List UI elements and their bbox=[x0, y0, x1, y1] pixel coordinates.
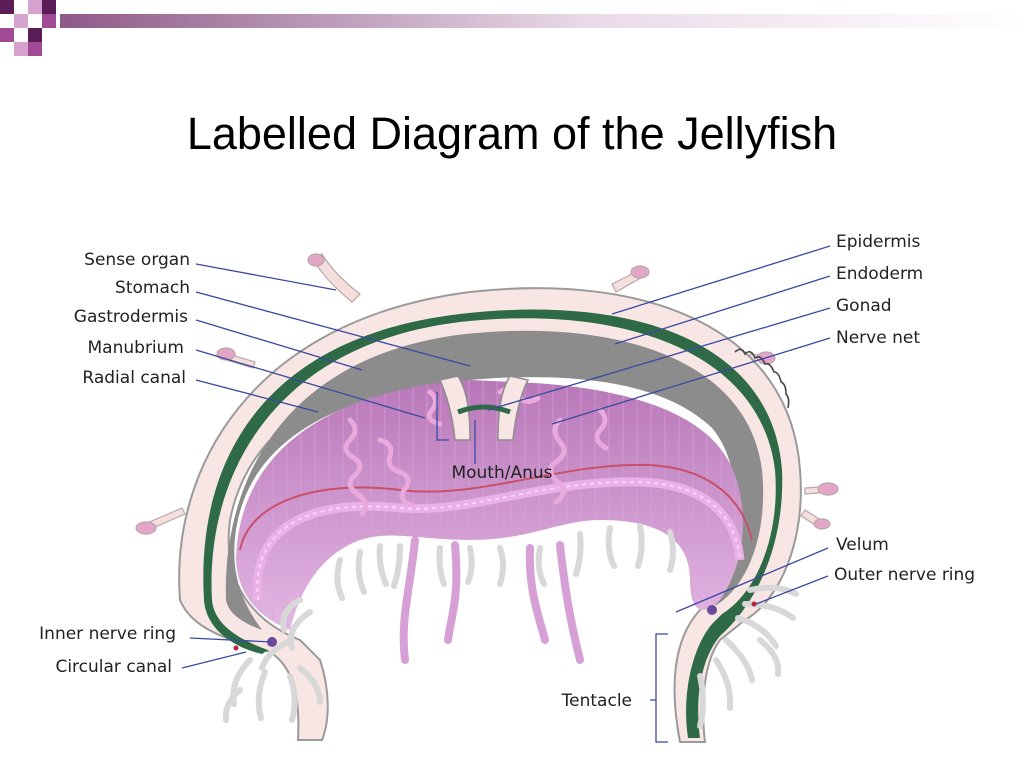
label-velum: Velum bbox=[836, 535, 889, 555]
label-circular-canal: Circular canal bbox=[55, 657, 172, 677]
label-manubrium: Manubrium bbox=[88, 338, 184, 358]
outer-nerve-ring-line bbox=[239, 463, 753, 551]
gonad-band-detail bbox=[256, 480, 741, 601]
label-stomach: Stomach bbox=[115, 278, 190, 298]
label-radial-canal: Radial canal bbox=[82, 368, 186, 388]
bell-frilled-margin bbox=[734, 348, 790, 409]
title-gradient-bar bbox=[60, 14, 1024, 28]
label-tentacle: Tentacle bbox=[561, 691, 632, 711]
label-gastrodermis: Gastrodermis bbox=[74, 307, 188, 327]
checker-squares bbox=[0, 0, 56, 56]
velum-nerve-dot bbox=[707, 605, 717, 615]
label-mouth-anus: Mouth/Anus bbox=[451, 463, 552, 483]
title-bar-decoration bbox=[0, 0, 1024, 56]
manubrium bbox=[438, 375, 530, 441]
label-endoderm: Endoderm bbox=[836, 264, 923, 284]
label-inner-nerve-ring: Inner nerve ring bbox=[39, 624, 176, 644]
circular-canal-dot bbox=[233, 645, 239, 651]
label-outer-nerve-ring: Outer nerve ring bbox=[834, 565, 975, 585]
mouth-ring bbox=[457, 404, 511, 415]
sense-organ-stalks bbox=[135, 253, 839, 535]
marginal-tentacles bbox=[222, 523, 799, 729]
label-sense-organ: Sense organ bbox=[84, 250, 190, 270]
outer-nerve-ring-dot bbox=[751, 601, 757, 607]
label-gonad: Gonad bbox=[836, 296, 892, 316]
leader-lines bbox=[181, 245, 831, 743]
label-epidermis: Epidermis bbox=[836, 232, 920, 252]
radial-canal-lines bbox=[236, 380, 743, 630]
slide-title: Labelled Diagram of the Jellyfish bbox=[186, 108, 838, 159]
oral-arms bbox=[399, 536, 584, 664]
label-nerve-net: Nerve net bbox=[836, 328, 920, 348]
